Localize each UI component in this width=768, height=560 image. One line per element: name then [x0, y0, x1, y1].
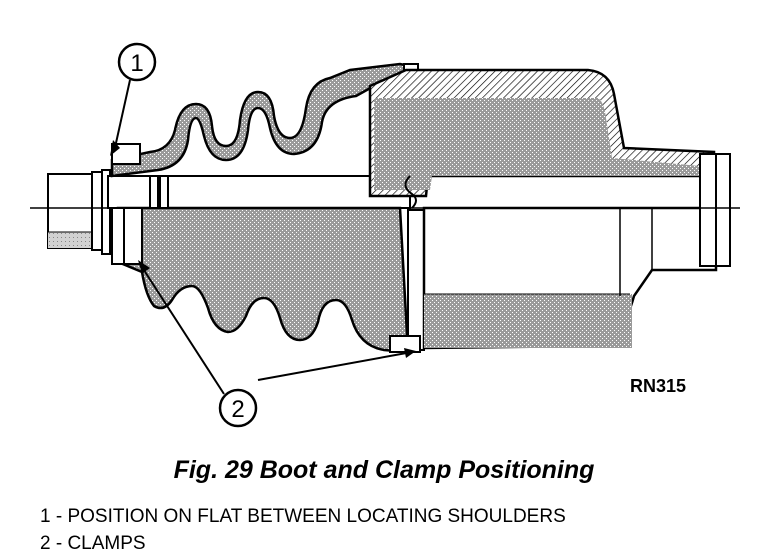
boot-upper-section — [110, 62, 412, 178]
callout-1: 1 — [110, 42, 157, 156]
figure-caption: Fig. 29 Boot and Clamp Positioning — [173, 456, 595, 484]
stub-shaft — [699, 153, 731, 267]
boot-clamp-diagram: 1 2 RN315 — [30, 42, 740, 428]
callout-2-number: 2 — [231, 396, 244, 423]
figure-legend: 1 - POSITION ON FLAT BETWEEN LOCATING SH… — [40, 503, 566, 557]
boot-lower-exterior — [116, 206, 410, 354]
shaft-circlip — [404, 175, 417, 209]
shaft-locating-shoulders — [149, 175, 169, 209]
callout-2: 2 — [138, 260, 416, 428]
callout-1-number: 1 — [130, 50, 143, 77]
figure-reference-code: RN315 — [630, 376, 686, 396]
cv-housing-inner-fill — [374, 98, 700, 190]
legend-item-1: 1 - POSITION ON FLAT BETWEEN LOCATING SH… — [40, 506, 566, 527]
lower-small-clamp — [111, 207, 143, 265]
legend-item-2: 2 - CLAMPS — [40, 533, 146, 554]
shaft-end — [47, 169, 111, 255]
